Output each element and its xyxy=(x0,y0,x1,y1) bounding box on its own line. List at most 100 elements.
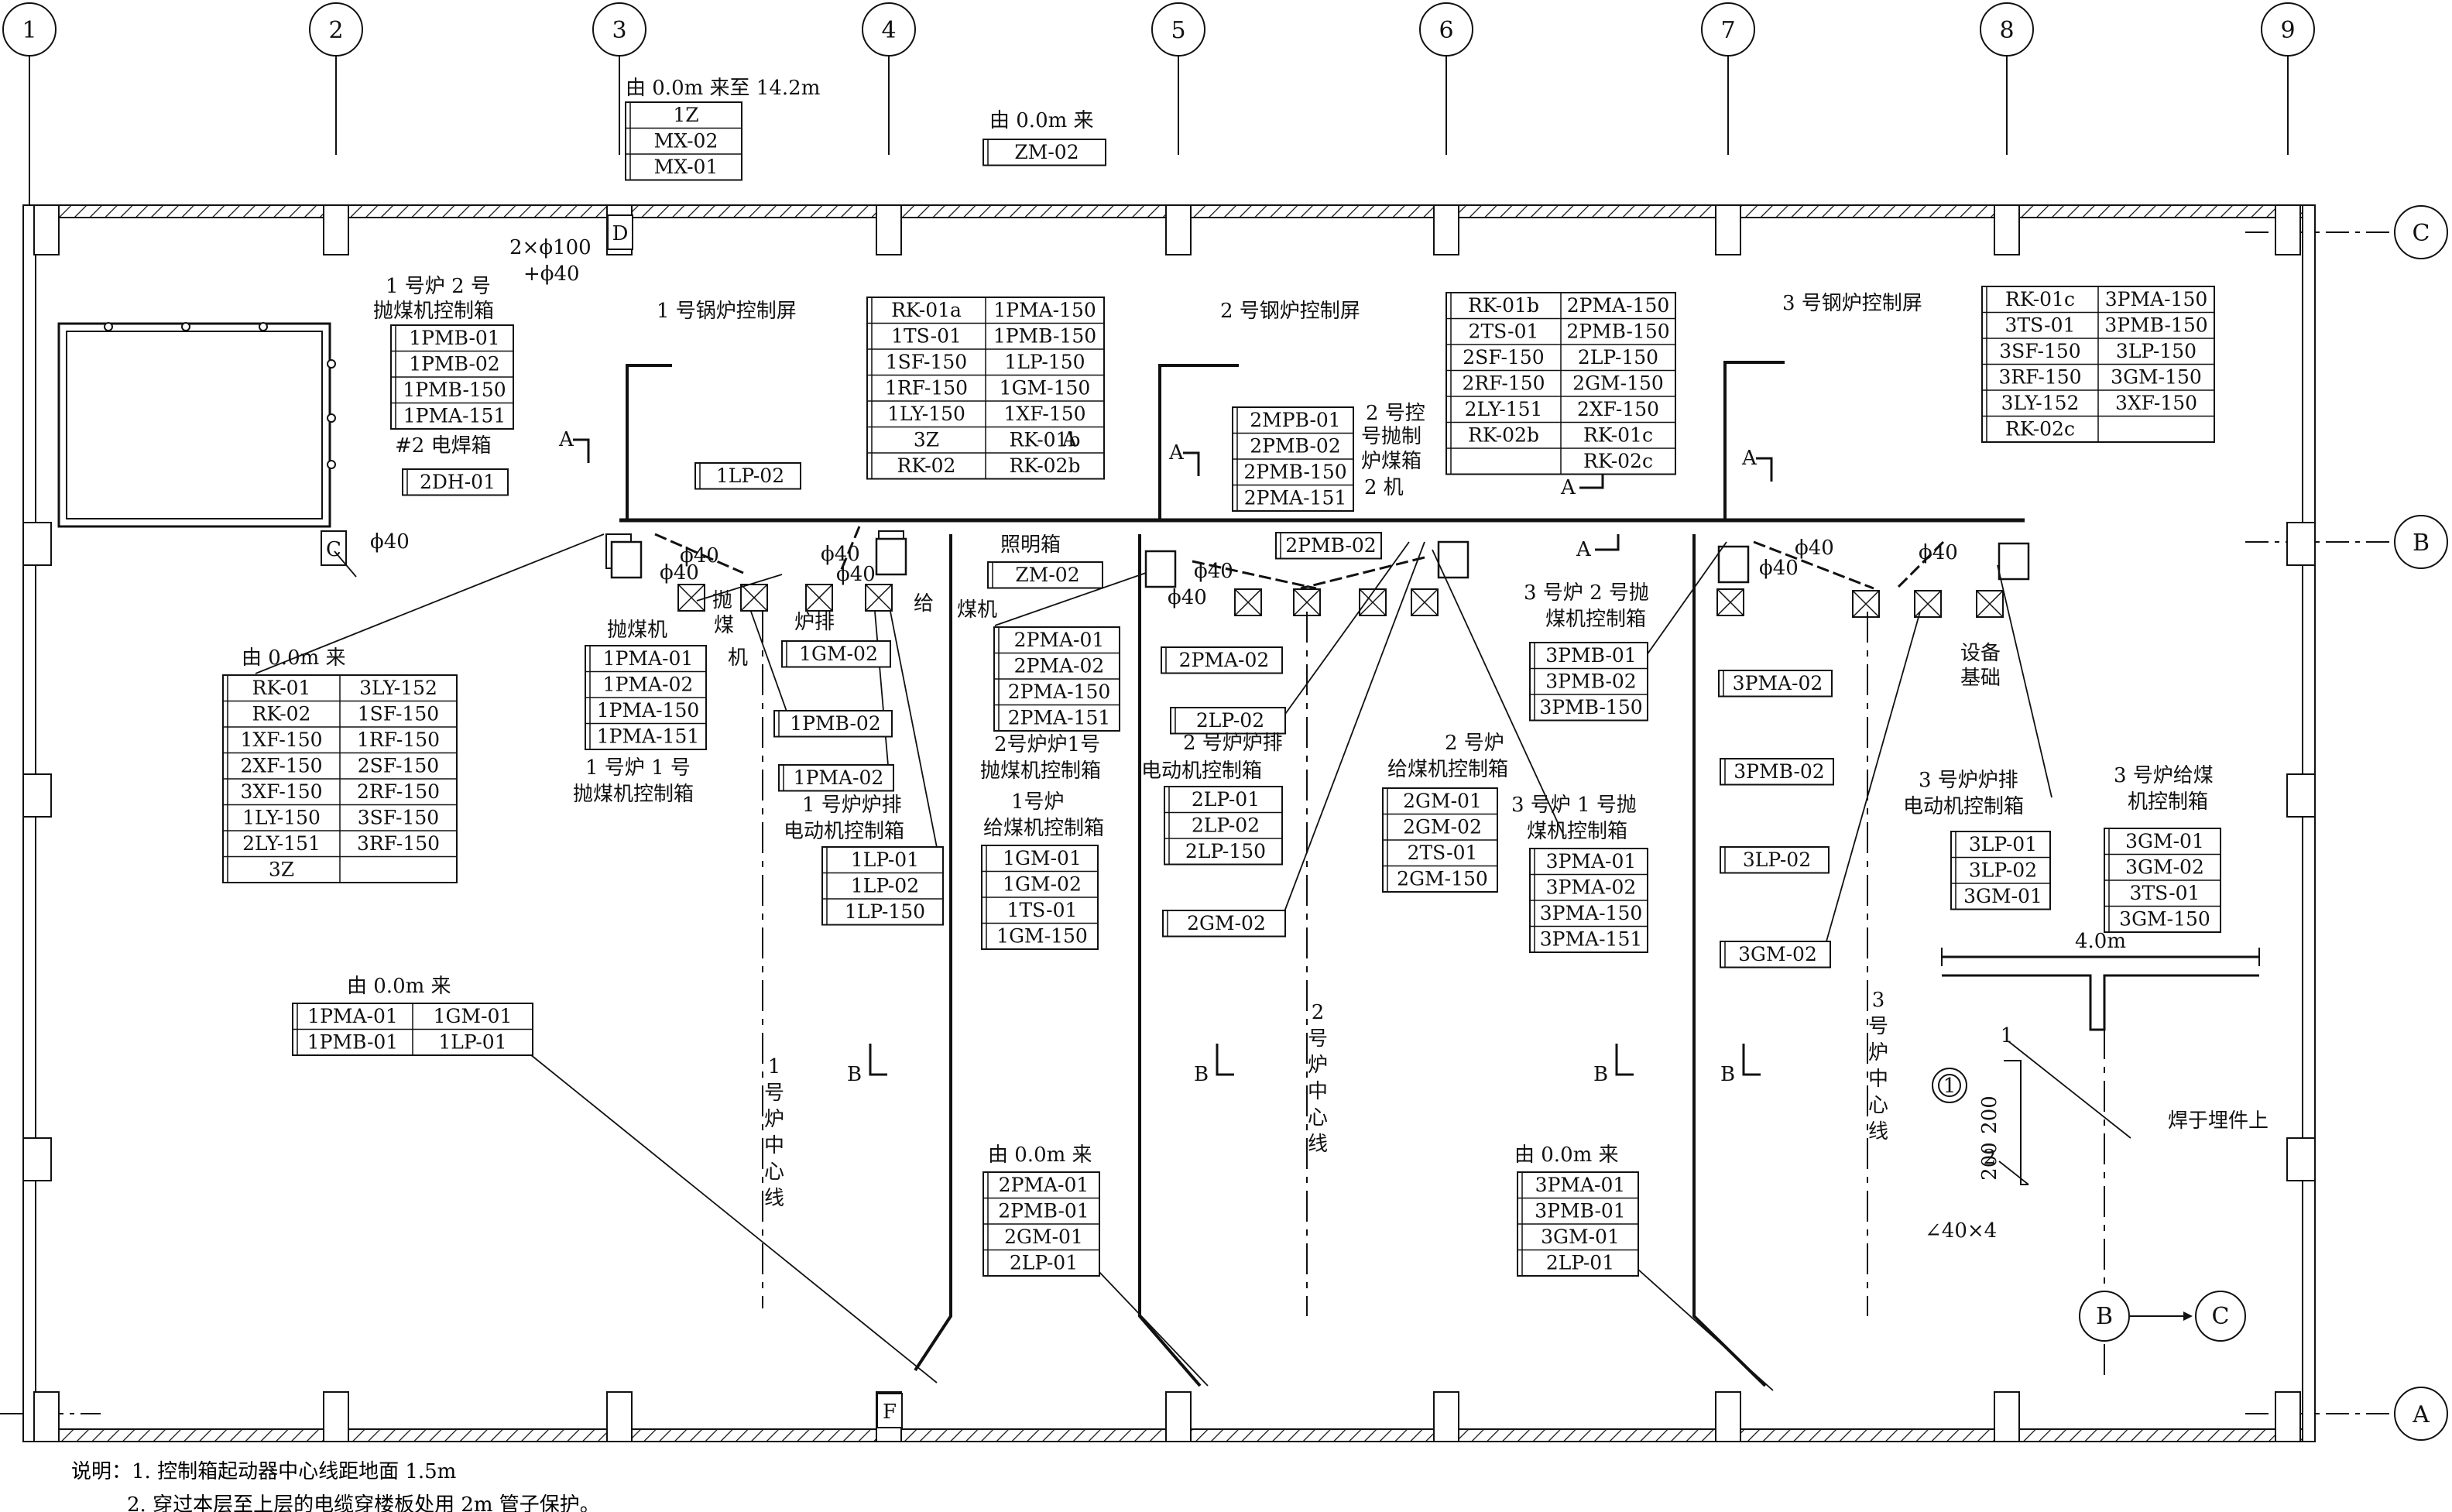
grid-row-label: C xyxy=(2413,220,2430,247)
table-cell: 2DH-01 xyxy=(420,471,496,493)
table-cell: 1SF-150 xyxy=(886,351,967,373)
table-cell: 2PMB-01 xyxy=(998,1200,1089,1222)
centerline-char: 线 xyxy=(764,1187,784,1210)
table-cell: 3GM-01 xyxy=(2125,830,2204,852)
table-cell: 2PMB-150 xyxy=(1243,461,1346,483)
table-cell: 3SF-150 xyxy=(1999,340,2080,362)
dim-4m: 4.0m xyxy=(2075,930,2126,953)
table-cell: 3TS-01 xyxy=(2130,882,2200,904)
table-cell: 1LP-01 xyxy=(851,849,919,871)
table-cell: 3PMA-02 xyxy=(1733,672,1823,694)
label-2ctrl-b: 号抛制 xyxy=(1361,425,1421,448)
grid-column-7: 7 xyxy=(1701,2,1755,155)
grid-column-4: 4 xyxy=(862,2,916,155)
table-cell: 2RF-150 xyxy=(1462,372,1545,395)
centerline-char: 线 xyxy=(1308,1133,1328,1156)
table-cell: RK-01b xyxy=(1010,429,1081,451)
table-cell: 1LP-01 xyxy=(438,1031,506,1054)
grid-column-8: 8 xyxy=(1980,2,2034,155)
label-phi40: ϕ40 xyxy=(680,544,719,567)
table-2pmb02: 2PMB-02 xyxy=(1275,532,1382,560)
table-cell: 2XF-150 xyxy=(1577,398,1659,420)
grid-row-B: B xyxy=(2245,515,2448,569)
table-cell: 3XF-150 xyxy=(240,780,322,803)
table-cell: 1XF-150 xyxy=(1003,403,1085,425)
label-from0-b: 由 0.0m 来 xyxy=(242,646,346,670)
table-cell: RK-01a xyxy=(891,299,962,321)
table-cell: 1PMB-02 xyxy=(409,353,499,375)
grid-row-label: B xyxy=(2413,530,2430,557)
dim-200b: 200 xyxy=(1978,1142,2001,1181)
centerline-char: 炉 xyxy=(1308,1054,1328,1077)
note-pipes: 2×ϕ100 xyxy=(509,236,592,259)
table-cell: 2MPB-01 xyxy=(1250,409,1340,431)
label-21-b: 抛煤机控制箱 xyxy=(980,759,1101,783)
label-phi40: ϕ40 xyxy=(370,530,410,554)
table-cell: 1PMA-02 xyxy=(603,674,694,696)
table-cell: RK-02b xyxy=(1468,424,1539,447)
table-cell: 1GM-01 xyxy=(434,1005,513,1027)
label-pao: 抛 xyxy=(712,589,732,612)
label-2ctrl-a: 2 号控 xyxy=(1366,402,1425,425)
notes: 说明：1. 控制箱起动器中心线距地面 1.5m 2. 穿过本层至上层的电缆穿楼板… xyxy=(71,1455,600,1512)
label-from0-e: 由 0.0m 来 xyxy=(1514,1143,1619,1167)
table-cell: 2GM-02 xyxy=(1403,816,1482,838)
grid-column-label: 6 xyxy=(1439,17,1453,44)
table-cell: ZM-02 xyxy=(1014,141,1079,163)
label-1gm-a: 1号炉 xyxy=(1011,790,1065,814)
label-12-a: 1 号炉 2 号 xyxy=(386,275,491,298)
label-2lp-a: 2 号炉炉排 xyxy=(1183,732,1283,755)
label-from0-d: 由 0.0m 来 xyxy=(988,1143,1092,1167)
table-cell: 2LY-151 xyxy=(1465,398,1543,420)
label-phi40: ϕ40 xyxy=(1194,560,1233,583)
centerline-char: 中 xyxy=(1308,1080,1328,1103)
table-cell: RK-02b xyxy=(1010,454,1081,477)
table-2pma02: 2PMA-02 xyxy=(1161,646,1283,674)
label-31-a: 3 号炉 1 号抛 xyxy=(1511,794,1637,817)
starter-box xyxy=(1852,590,1880,618)
detail-ref-b: B xyxy=(2096,1303,2113,1330)
grid-column-label: 4 xyxy=(881,17,896,44)
dim-200a: 200 xyxy=(1978,1095,2001,1134)
table-cell: 3RF-150 xyxy=(357,832,440,855)
table-cell: 1PMB-01 xyxy=(307,1031,398,1054)
label-2gm-b: 给煤机控制箱 xyxy=(1387,758,1508,781)
detail-callout-1: 1 xyxy=(2001,1024,2014,1047)
table-cell: 3PMA-01 xyxy=(1535,1174,1626,1196)
control-cabinet xyxy=(875,537,907,576)
label-31-b: 煤机控制箱 xyxy=(1527,820,1627,843)
grid-column-2: 2 xyxy=(309,2,363,155)
detail-ref-c: C xyxy=(2212,1303,2230,1330)
label-from0-c: 由 0.0m 来 xyxy=(347,975,451,998)
table-cell: 3PMB-02 xyxy=(1734,760,1824,783)
table-cell: 3PMB-01 xyxy=(1535,1200,1625,1222)
table-cell: 2PMA-01 xyxy=(1014,629,1105,651)
table-cell: 2GM-01 xyxy=(1004,1226,1083,1248)
table-cell: 2SF-150 xyxy=(1463,346,1544,369)
table-cell: 3PMA-01 xyxy=(1546,850,1637,873)
starter-box xyxy=(1914,590,1942,618)
table-cell: 1RF-150 xyxy=(885,377,968,399)
label-equip-b: 基础 xyxy=(1960,667,2001,690)
label-3gm-b: 机控制箱 xyxy=(2128,790,2208,814)
table-cell: 2SF-150 xyxy=(358,755,439,777)
table-cell: 1PMB-02 xyxy=(790,712,880,735)
table-cell: 1PMA-150 xyxy=(993,299,1096,321)
label-weld-embed: 焊于埋件上 xyxy=(2168,1109,2269,1133)
table-cell: 2LY-151 xyxy=(242,832,321,855)
table-cell: MX-01 xyxy=(654,156,718,178)
label-2boiler-screen: 2 号钢炉控制屏 xyxy=(1220,300,1360,323)
table-cell: 3PMA-150 xyxy=(2105,288,2208,310)
section-mark: B xyxy=(1720,1063,1735,1086)
table-cell: 1RF-150 xyxy=(357,729,440,751)
centerline-char: 心 xyxy=(764,1161,784,1184)
table-cell: 3PMA-02 xyxy=(1546,876,1637,899)
starter-box xyxy=(1293,588,1321,616)
